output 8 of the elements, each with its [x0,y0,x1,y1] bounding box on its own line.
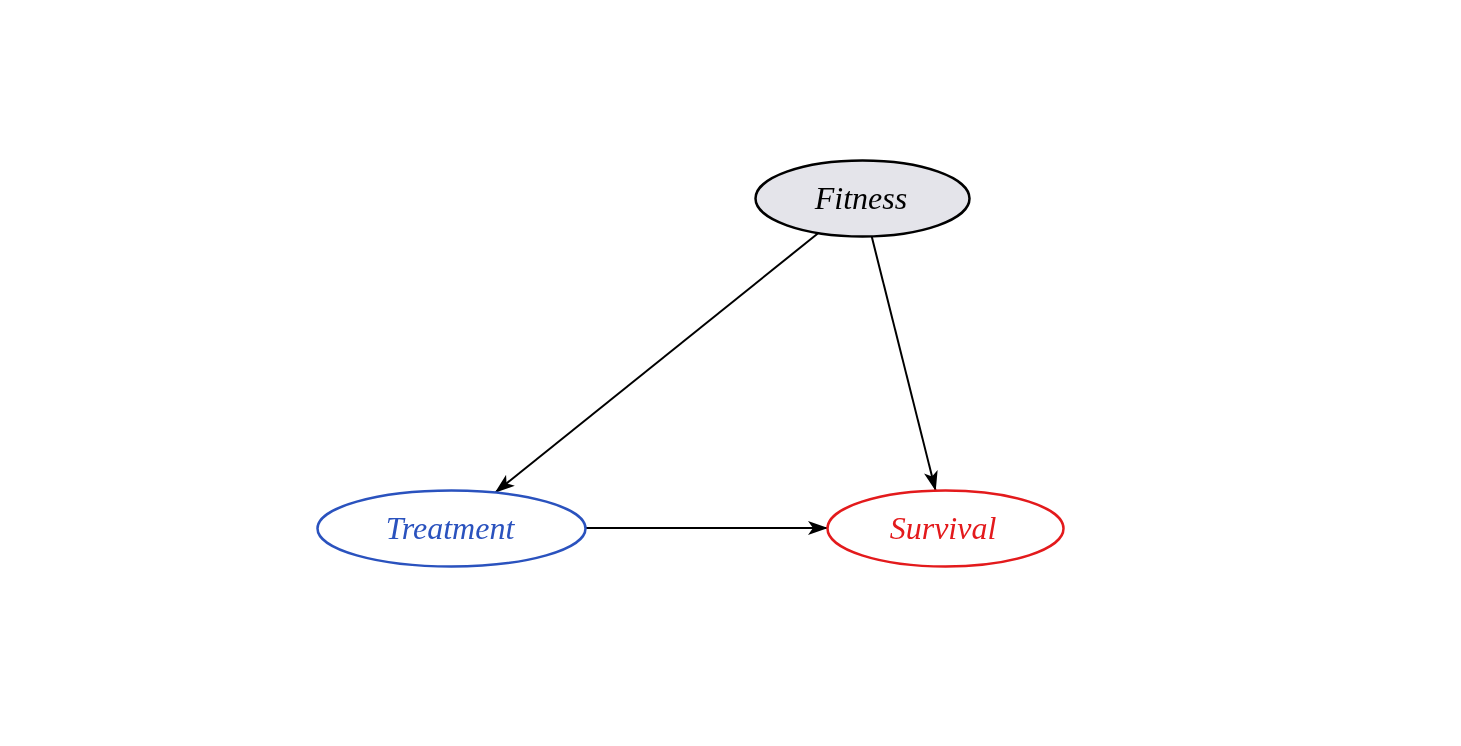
ellipse-node [753,158,971,238]
node-label: Survival [889,512,997,544]
arrow [584,521,828,535]
ellipse-node [315,488,587,568]
node-label: Fitness [814,182,908,214]
ellipse-node [825,488,1065,568]
arrow [494,231,820,494]
node-label: Treatment [385,512,515,544]
